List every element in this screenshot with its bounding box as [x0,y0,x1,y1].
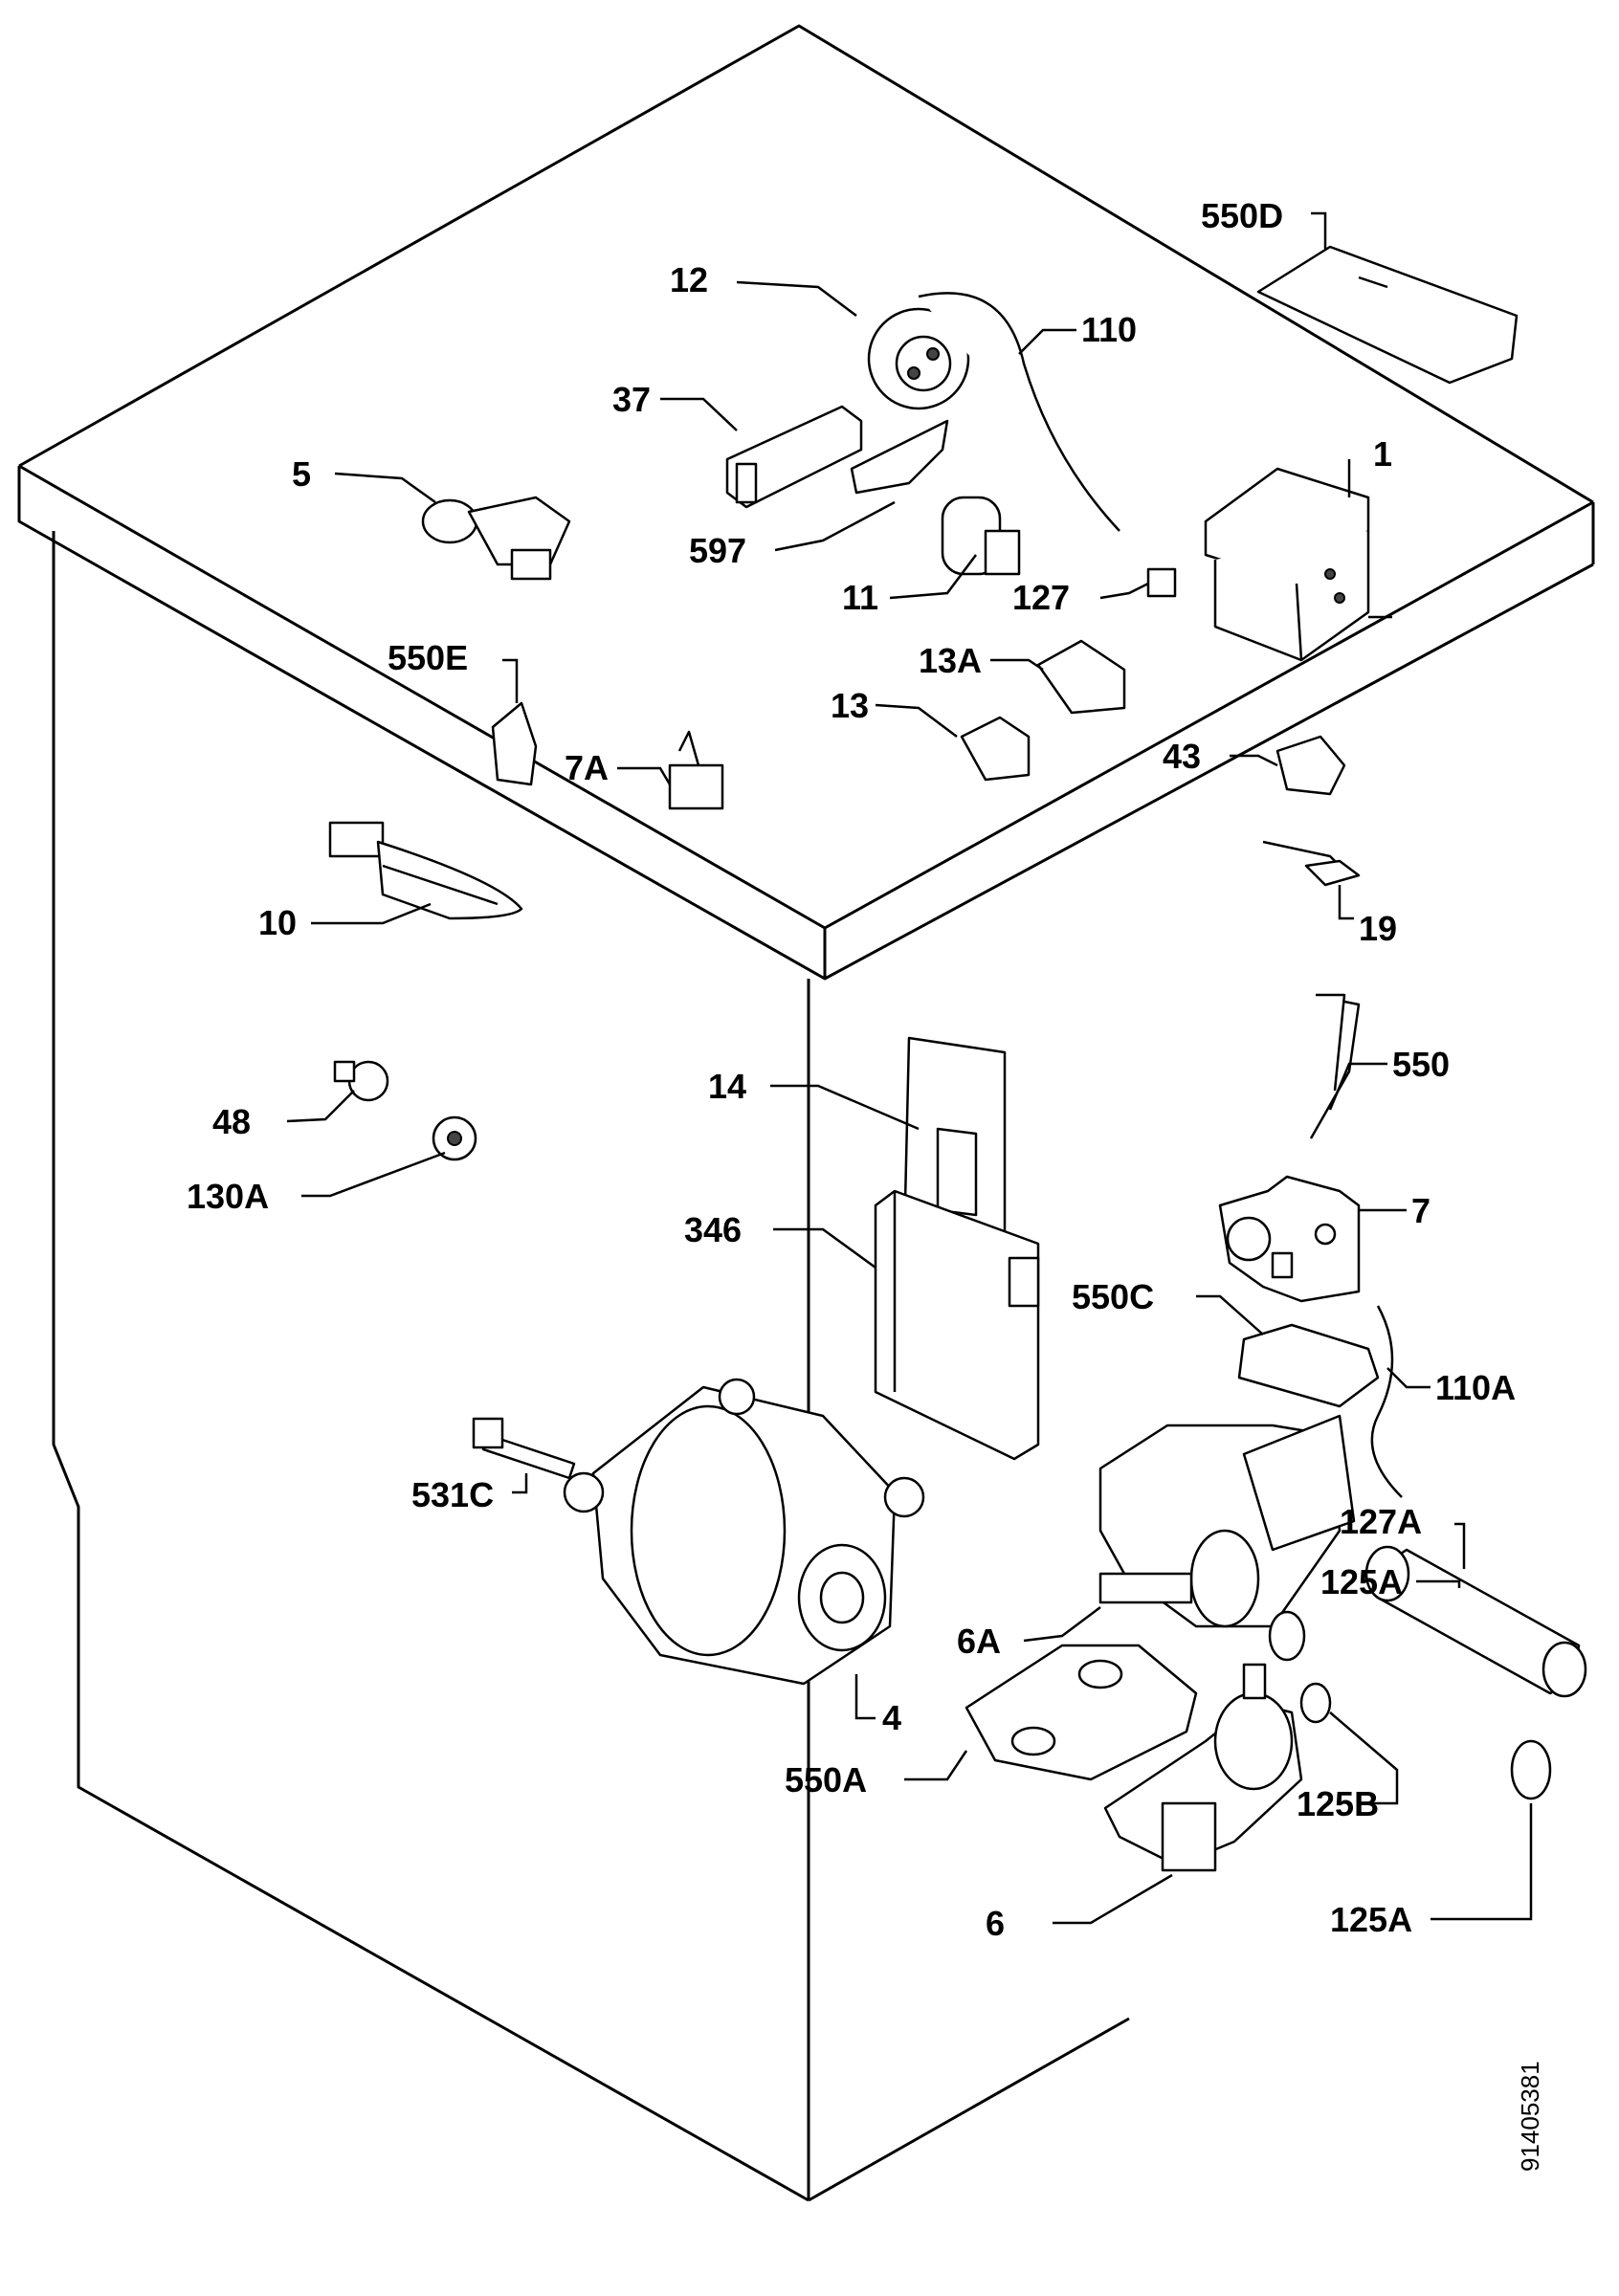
part-4-motor [563,1378,925,1686]
label-550: 550 [1392,1045,1450,1084]
label-550e: 550E [388,638,468,677]
label-550c: 550C [1072,1277,1154,1316]
part-11-capacitor [941,496,1021,576]
label-531c: 531C [411,1475,494,1514]
label-19: 19 [1359,909,1397,948]
part-550c-cover [1237,1323,1380,1408]
part-48-lamp [333,1060,389,1102]
part-550d-cover-plate [1256,245,1519,385]
label-43: 43 [1163,737,1201,776]
label-127a: 127A [1340,1502,1422,1541]
part-6-drain-pump [1103,1663,1303,1872]
part-531c-screw [472,1417,576,1480]
part-43-connector [1275,735,1346,796]
label-6: 6 [986,1904,1005,1943]
part-597-bracket [850,419,949,495]
label-110: 110 [1081,310,1137,349]
label-7: 7 [1411,1191,1430,1230]
label-48: 48 [212,1102,251,1141]
label-6a: 6A [957,1622,1001,1661]
callout-labels: 1 550D 110 12 37 597 5 11 127 13A 13 550… [187,196,1544,2172]
part-127-connector [1146,567,1177,598]
part-346-module-case [874,1189,1040,1461]
part-6a-pump-housing [1098,1414,1356,1628]
part-19-sensor [1262,840,1361,887]
part-13-connector [960,716,1031,782]
part-1-programmer-timer [1204,467,1392,662]
part-13a-connector [1036,639,1126,715]
label-7a: 7A [565,748,609,787]
label-127: 127 [1012,578,1070,617]
label-597: 597 [689,531,746,570]
label-125b: 125B [1297,1784,1379,1823]
part-7a-microswitch [668,730,724,810]
part-10-heating-element [328,821,523,920]
label-4: 4 [882,1698,901,1737]
part-5-inlet-valve [421,496,571,581]
part-14-module-plug [902,1036,1007,1255]
label-13a: 13A [919,641,982,680]
label-125a-bottom: 125A [1330,1900,1412,1939]
label-12: 12 [670,260,708,299]
label-550a: 550A [785,1760,867,1799]
document-number: 91405381 [1516,2061,1544,2172]
part-110-hose [918,292,1120,532]
leader-lines [286,211,1533,1925]
part-7-door-interlock [1218,1175,1361,1303]
label-550d: 550D [1201,196,1283,235]
part-127a-hose-connector [1364,1545,1587,1698]
part-125a-seal-lower [1510,1739,1552,1800]
label-130a: 130A [187,1177,269,1216]
cabinet-outline [17,24,1595,2202]
part-550e-clip [491,701,538,786]
part-125b-seal [1299,1682,1332,1724]
part-130a-knob [432,1115,477,1161]
part-550-door-interlock-cable [1309,993,1361,1139]
label-37: 37 [612,380,651,419]
label-10: 10 [258,903,297,942]
label-346: 346 [684,1210,742,1249]
label-125a-top: 125A [1320,1562,1403,1601]
label-13: 13 [831,686,869,725]
part-12-pressure-switch [867,307,970,410]
label-5: 5 [292,454,311,494]
label-11: 11 [842,578,878,617]
part-125a-seal-upper [1268,1610,1306,1662]
part-110a-hose [1370,1305,1403,1498]
label-1: 1 [1373,434,1392,474]
label-110a: 110A [1435,1368,1516,1407]
label-14: 14 [708,1067,746,1106]
part-550a-cover [965,1644,1198,1781]
part-37-terminal-block [725,405,863,509]
